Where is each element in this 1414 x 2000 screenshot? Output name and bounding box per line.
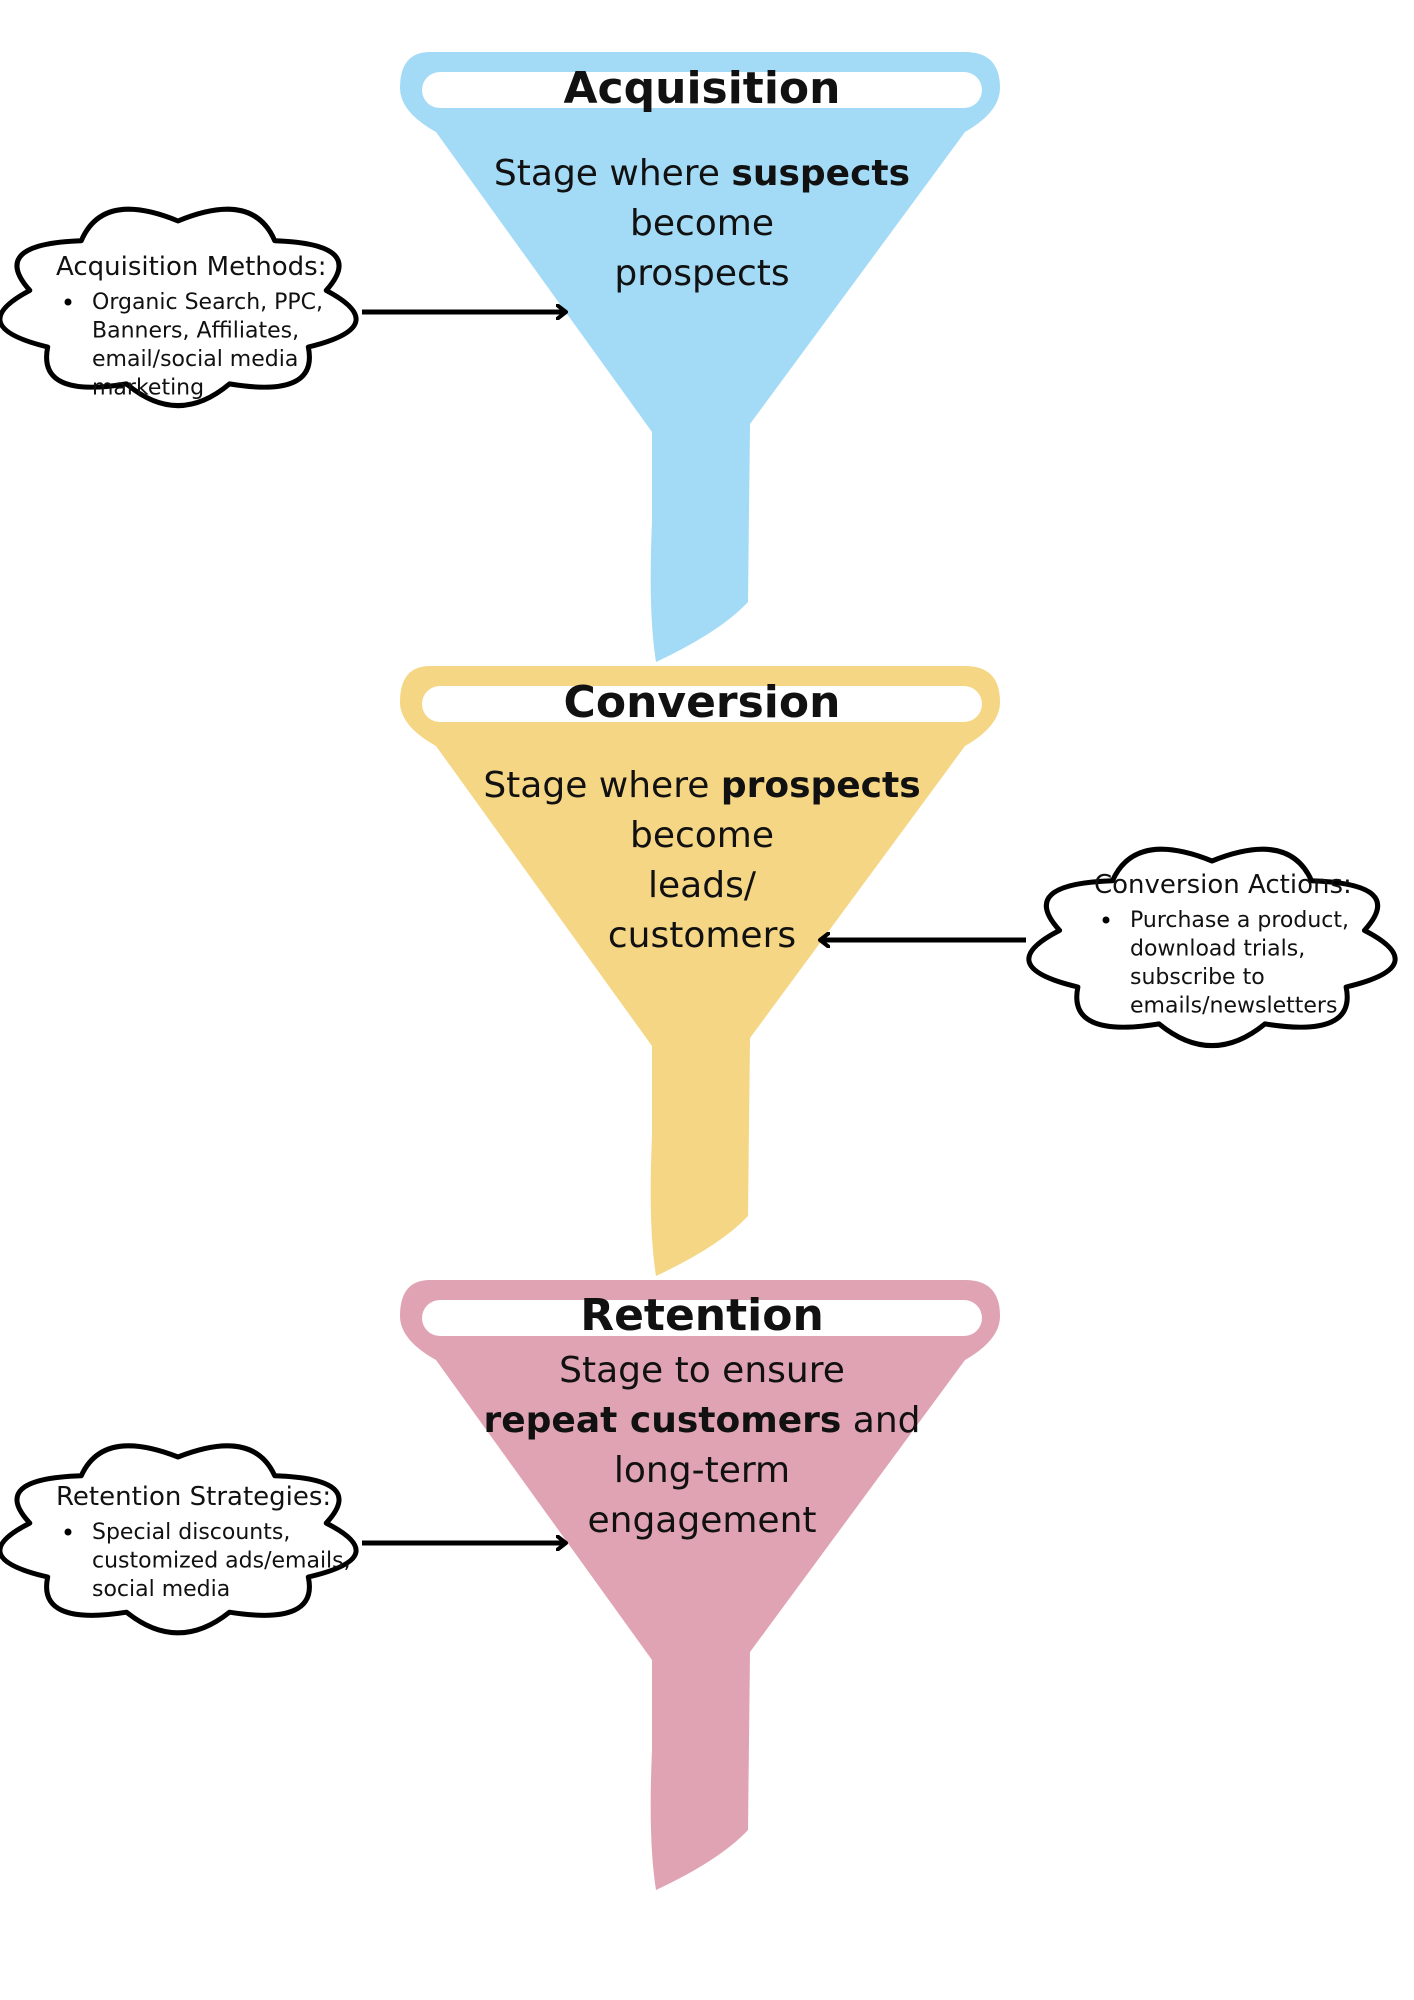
stage-title: Acquisition — [564, 63, 841, 114]
cloud-item-line: marketing — [92, 376, 204, 401]
stage-description-line: become — [630, 203, 774, 244]
stage-title: Retention — [580, 1290, 824, 1341]
cloud-heading: Conversion Actions: — [1094, 870, 1352, 900]
cloud-item-line: subscribe to — [1130, 965, 1265, 990]
funnel-rim — [422, 72, 982, 108]
bullet-icon — [64, 298, 72, 306]
stage-description-line: customers — [608, 915, 796, 956]
cloud-item-line: Special discounts, — [92, 1520, 290, 1545]
stage-description-line: repeat customers and — [483, 1400, 920, 1441]
funnel-rim — [422, 686, 982, 722]
stage-description-line: leads/ — [648, 865, 757, 906]
cloud-item-line: email/social media — [92, 347, 298, 372]
cloud-retention-strategies: Retention Strategies: Special discounts, c… — [0, 1443, 359, 1636]
cloud-item-line: emails/newsletters — [1130, 994, 1337, 1019]
stage-description-line: engagement — [587, 1500, 816, 1541]
stage-description-line: Stage where suspects — [494, 153, 910, 194]
funnel-shape — [400, 1280, 1000, 1890]
stage-description-line: become — [630, 815, 774, 856]
cloud-item-line: Purchase a product, — [1130, 908, 1349, 933]
stage-description-line: long-term — [614, 1450, 790, 1491]
cloud-item-line: Banners, Affiliates, — [92, 319, 299, 344]
cloud-heading: Acquisition Methods: — [56, 252, 327, 282]
funnel-shape — [400, 52, 1000, 662]
funnel-rim — [422, 1300, 982, 1336]
funnel-shape — [400, 666, 1000, 1276]
bullet-icon — [64, 1528, 72, 1536]
stage-title: Conversion — [564, 677, 841, 728]
bullet-icon — [1102, 916, 1110, 924]
stage-description-line: prospects — [614, 253, 789, 294]
cloud-shape — [0, 1443, 359, 1636]
cloud-item-line: download trials, — [1130, 937, 1305, 962]
cloud-item-line: customized ads/emails, — [92, 1549, 351, 1574]
cloud-heading: Retention Strategies: — [56, 1482, 331, 1512]
cloud-conversion-actions: Conversion Actions: Purchase a product, do… — [1026, 846, 1398, 1049]
cloud-acquisition-methods: Acquisition Methods: Organic Search, PPC,… — [0, 206, 359, 409]
cloud-item-line: Organic Search, PPC, — [92, 290, 323, 315]
stage-description-line: Stage to ensure — [559, 1350, 845, 1391]
cloud-item-line: social media — [92, 1577, 230, 1602]
stage-description-line: Stage where prospects — [483, 765, 920, 806]
cloud-shape — [0, 206, 359, 409]
cloud-shape — [1026, 846, 1398, 1049]
